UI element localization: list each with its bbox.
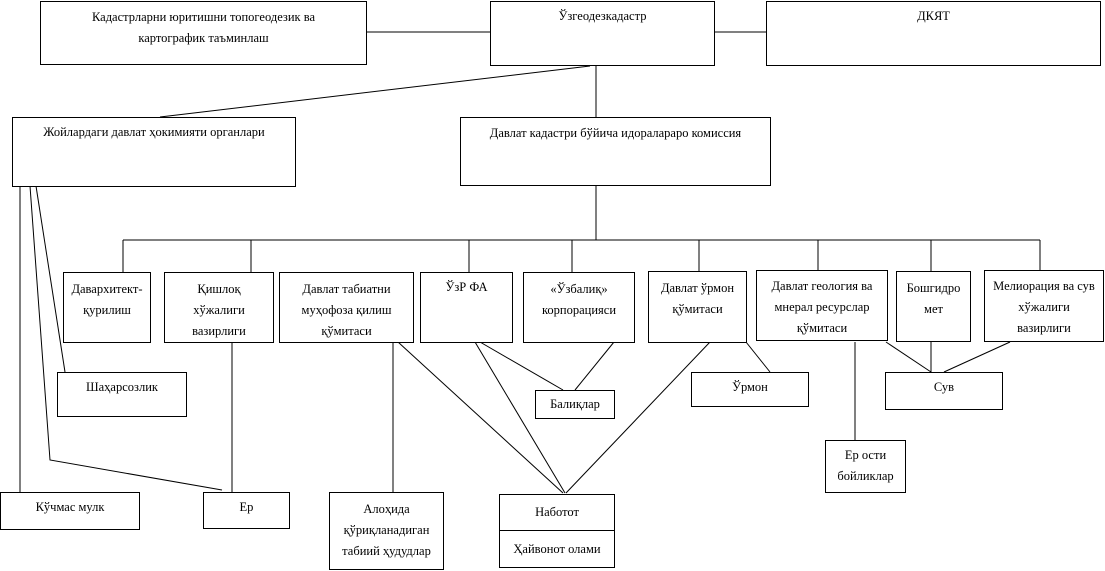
uzgeodezkadastr-box: Ўзгеодезкадастр: [490, 1, 715, 66]
local-authorities-box: Жойлардаги давлат ҳокимияти органлари: [12, 117, 296, 187]
land-label: Ер: [239, 500, 254, 514]
forest-box: Ўрмон: [691, 372, 809, 407]
agency-box: Мелиорация ва сув хўжалиги вазирлиги: [984, 270, 1104, 342]
land-box: Ер: [203, 492, 290, 529]
uzgeodezkadastr-label: Ўзгеодезкадастр: [558, 9, 647, 23]
agency-label: Давлат геология ва мнерал ресурслар қўми…: [771, 279, 873, 335]
agency-box: Қишлоқ хўжалиги вазирлиги: [164, 272, 274, 343]
underground-label: Ер ости бойликлар: [837, 448, 894, 483]
fauna-label: Ҳайвонот олами: [513, 541, 601, 556]
agency-box: «Ўзбалиқ» корпорацияси: [523, 272, 635, 343]
agency-box: ЎзР ФА: [420, 272, 513, 343]
protected-areas-box: Алоҳида қўриқланадиган табиий ҳудудлар: [329, 492, 444, 570]
dkyat-label: ДКЯТ: [917, 9, 950, 23]
flora-label: Наботот: [535, 505, 579, 519]
real-estate-box: Кўчмас мулк: [0, 492, 140, 530]
agency-box: Давлат ўрмон қўмитаси: [648, 271, 747, 343]
agency-label: Давлат ўрмон қўмитаси: [660, 281, 735, 316]
dkyat-box: ДКЯТ: [766, 1, 1101, 66]
urban-planning-box: Шаҳарсозлик: [57, 372, 187, 417]
agency-label: Мелиорация ва сув хўжалиги вазирлиги: [993, 279, 1095, 335]
real-estate-label: Кўчмас мулк: [35, 500, 105, 514]
fauna-cell: Ҳайвонот олами: [500, 531, 614, 567]
protected-areas-label: Алоҳида қўриқланадиган табиий ҳудудлар: [342, 502, 431, 558]
agency-label: ЎзР ФА: [445, 280, 488, 294]
agency-label: Бошгидро мет: [906, 281, 961, 316]
water-label: Сув: [933, 380, 955, 394]
local-authorities-label: Жойлардаги давлат ҳокимияти органлари: [43, 125, 265, 139]
agency-label: «Ўзбалиқ» корпорацияси: [541, 282, 617, 317]
agency-label: Давлат табиатни муҳофоза қилиш қўмитаси: [301, 282, 392, 338]
fish-box: Балиқлар: [535, 390, 615, 419]
fish-label: Балиқлар: [550, 397, 600, 411]
agency-label: Қишлоқ хўжалиги вазирлиги: [192, 282, 246, 338]
water-box: Сув: [885, 372, 1003, 410]
forest-label: Ўрмон: [732, 380, 768, 394]
topo-support-label: Кадастрларни юритишни топогеодезик ва ка…: [91, 10, 316, 45]
flora-cell: Наботот: [500, 495, 614, 531]
agency-label: Даварxитект-қурилиш: [71, 282, 143, 317]
commission-box: Давлат кадастри бўйича идораларaро комис…: [460, 117, 771, 186]
agency-box: Давлат геология ва мнерал ресурслар қўми…: [756, 270, 888, 341]
commission-label: Давлат кадастри бўйича идораларaро комис…: [489, 126, 742, 140]
urban-planning-label: Шаҳарсозлик: [86, 380, 158, 394]
agency-box: Давлат табиатни муҳофоза қилиш қўмитаси: [279, 272, 414, 343]
underground-box: Ер ости бойликлар: [825, 440, 906, 493]
topo-support-box: Кадастрларни юритишни топогеодезик ва ка…: [40, 1, 367, 65]
agency-box: Даварxитект-қурилиш: [63, 272, 151, 343]
agency-box: Бошгидро мет: [896, 271, 971, 342]
flora-fauna-box: Наботот Ҳайвонот олами: [499, 494, 615, 568]
